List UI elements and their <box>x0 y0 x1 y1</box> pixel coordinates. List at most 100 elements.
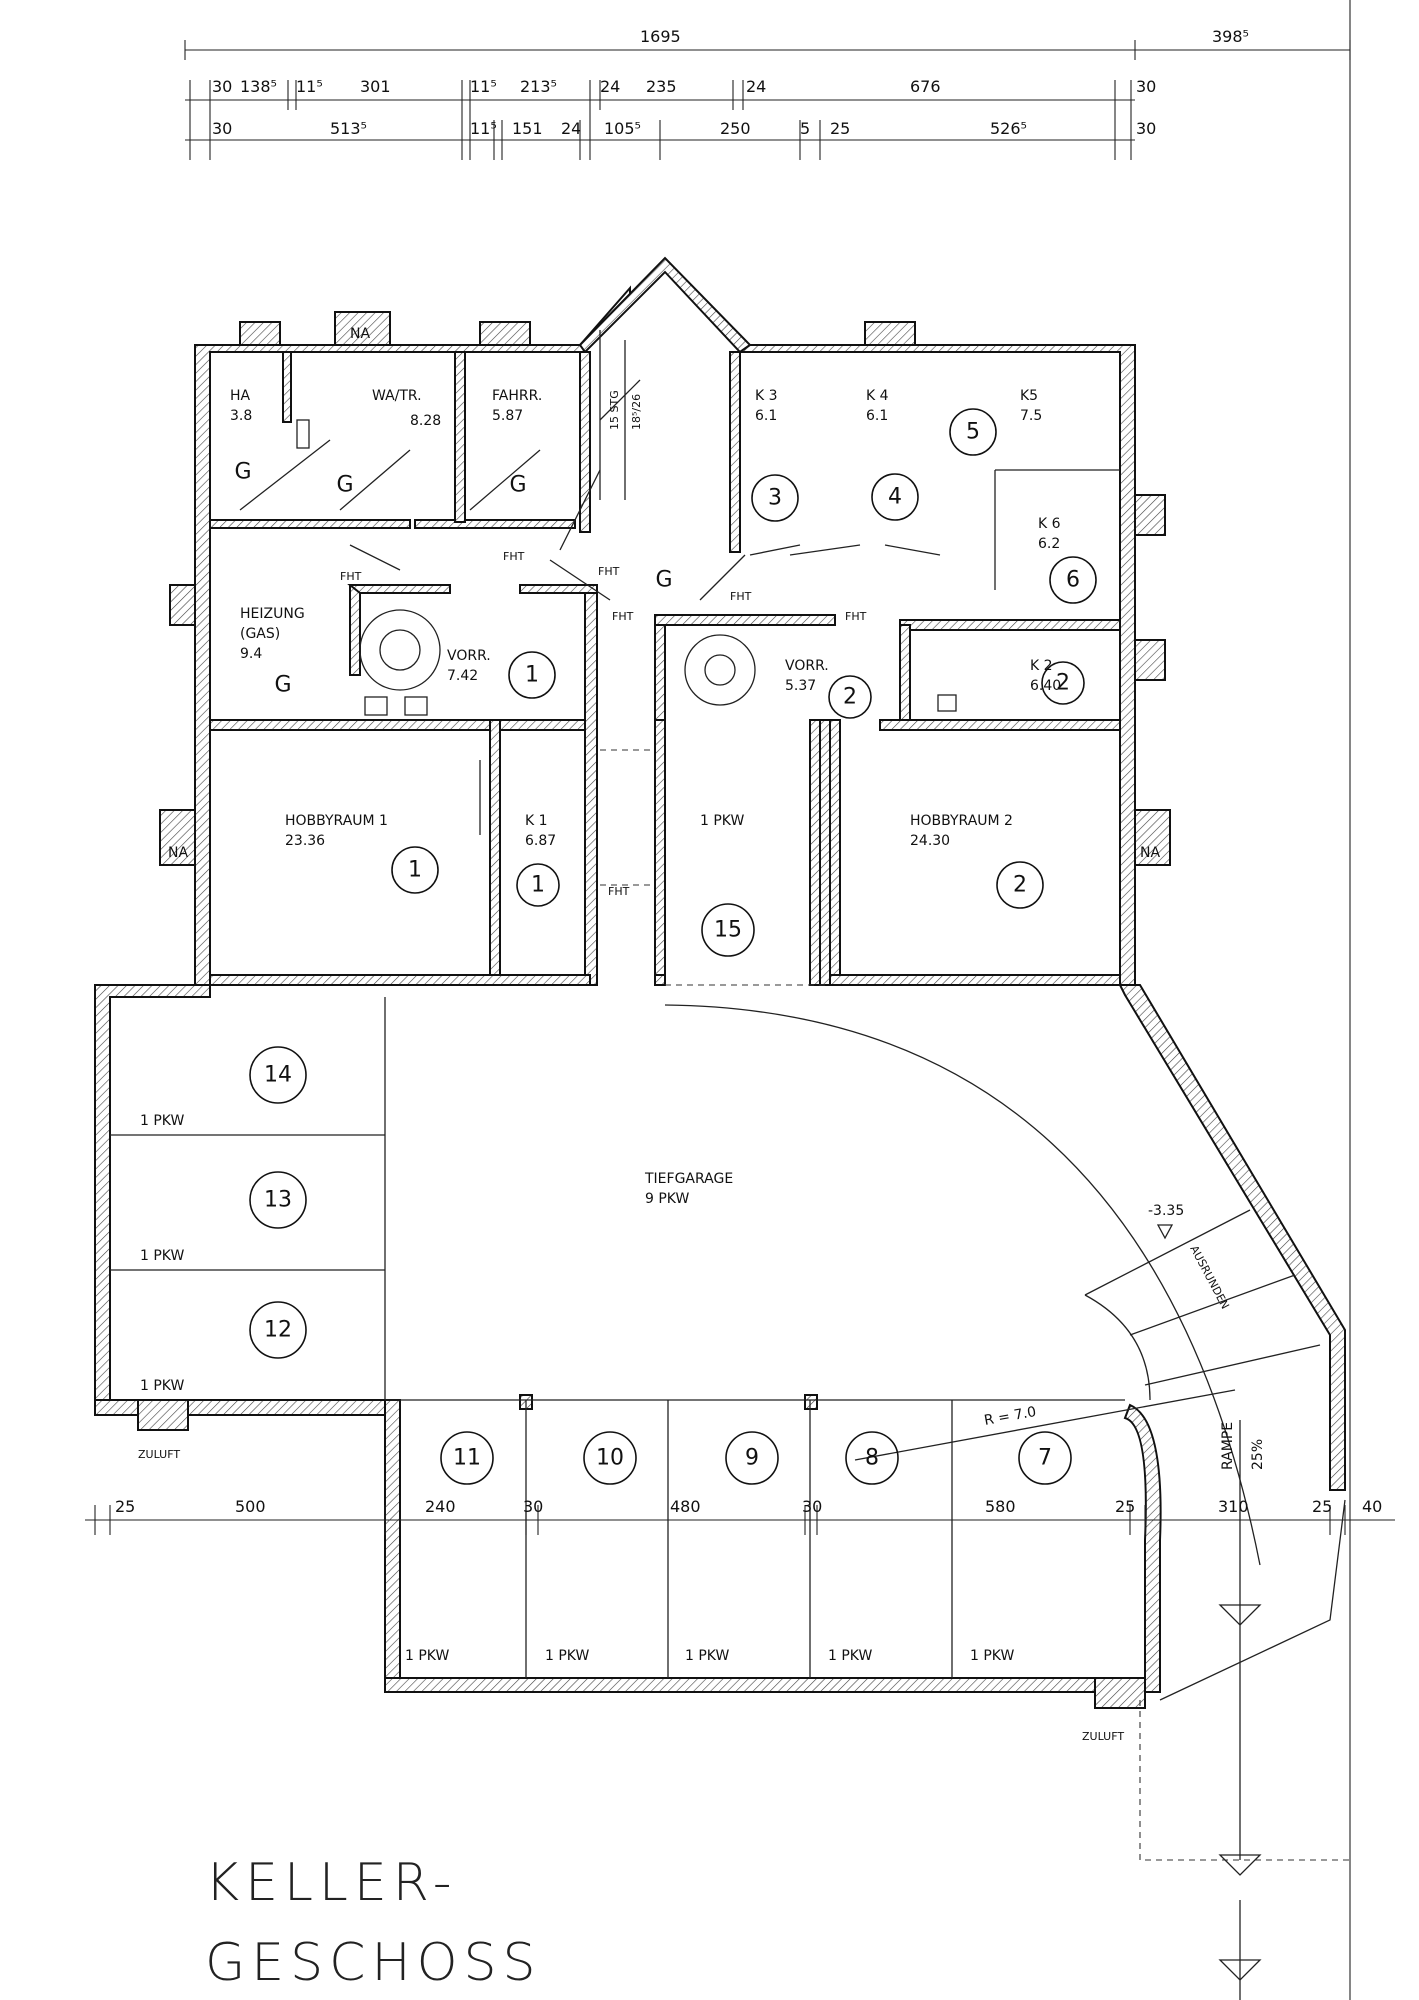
room-fahrr: FAHRR. <box>492 388 542 404</box>
unit-circle: 1 <box>508 651 556 699</box>
room-heizung: HEIZUNG <box>240 606 305 622</box>
dim-overall: 1695 <box>640 27 681 46</box>
room-k5-area: 7.5 <box>1020 408 1042 424</box>
dim-r2-2: 11⁵ <box>470 119 497 138</box>
dim-r1-0: 30 <box>212 77 232 96</box>
svg-text:7: 7 <box>1038 1446 1052 1471</box>
dim-b-0: 25 <box>115 1497 135 1516</box>
svg-text:13: 13 <box>264 1188 292 1213</box>
top-dimension-lines <box>184 0 1351 2000</box>
room-tiefgarage-area: 9 PKW <box>645 1191 689 1207</box>
svg-text:11: 11 <box>453 1446 481 1471</box>
room-heizung-area: 9.4 <box>240 646 262 662</box>
dim-b-6: 580 <box>985 1497 1016 1516</box>
room-k3: K 3 <box>755 388 778 404</box>
unit-circle: 1 <box>516 863 560 907</box>
label-pkw-12: 1 PKW <box>140 1378 184 1394</box>
room-k5: K5 <box>1020 388 1038 404</box>
dim-r2-10: 30 <box>1136 119 1156 138</box>
room-hobby2: HOBBYRAUM 2 <box>910 813 1013 829</box>
svg-text:8: 8 <box>865 1446 879 1471</box>
room-k4-area: 6.1 <box>866 408 888 424</box>
dim-b-7: 25 <box>1115 1497 1135 1516</box>
unit-circle: 7 <box>1018 1431 1072 1485</box>
room-k1: K 1 <box>525 813 548 829</box>
room-vorr2-area: 5.37 <box>785 678 816 694</box>
unit-circle: 1 <box>391 846 439 894</box>
label-zuluft-right: ZULUFT <box>1082 1730 1124 1743</box>
dim-r1-7: 235 <box>646 77 677 96</box>
unit-circle: 15 <box>701 903 755 957</box>
svg-text:6: 6 <box>1066 568 1080 593</box>
unit-circle: 2 <box>996 861 1044 909</box>
room-pkw15: 1 PKW <box>700 813 744 829</box>
drawing-title: KELLER- GESCHOSS <box>205 1853 536 1993</box>
room-ha-area: 3.8 <box>230 408 252 424</box>
svg-text:2: 2 <box>1056 671 1070 696</box>
svg-text:9: 9 <box>745 1446 759 1471</box>
label-fht-3: FHT <box>845 610 867 623</box>
top-dimension-texts: 1695 398⁵ 30 138⁵ 11⁵ 301 11⁵ 213⁵ 24 23… <box>212 27 1249 138</box>
label-fht-6: FHT <box>598 565 620 578</box>
dim-r2-7: 5 <box>800 119 810 138</box>
svg-text:1: 1 <box>525 663 539 688</box>
dim-r1-5: 213⁵ <box>520 77 557 96</box>
label-fht-2: FHT <box>612 610 634 623</box>
svg-text:5: 5 <box>966 420 980 445</box>
dim-b-2: 240 <box>425 1497 456 1516</box>
svg-text:10: 10 <box>596 1446 624 1471</box>
dim-b-4: 480 <box>670 1497 701 1516</box>
room-k4: K 4 <box>866 388 889 404</box>
dim-r2-6: 250 <box>720 119 751 138</box>
label-pkw-9: 1 PKW <box>685 1648 729 1664</box>
unit-circle: 14 <box>249 1046 307 1104</box>
interior-walls <box>209 351 1121 986</box>
unit-circle: 10 <box>583 1431 637 1485</box>
unit-circle: 4 <box>871 473 919 521</box>
svg-text:2: 2 <box>843 685 857 710</box>
label-pkw-11: 1 PKW <box>405 1648 449 1664</box>
label-na-right: NA <box>1140 845 1160 861</box>
bottom-dimension-texts: 25 500 240 30 480 30 580 25 310 25 40 <box>115 1497 1382 1516</box>
misc-labels: NA NA NA FHT FHT FHT FHT FHT FHT FHT 15 … <box>138 326 1266 1743</box>
svg-text:15: 15 <box>714 918 742 943</box>
room-vorr1-area: 7.42 <box>447 668 478 684</box>
svg-text:14: 14 <box>264 1063 292 1088</box>
dim-r1-3: 301 <box>360 77 391 96</box>
room-labels: HA 3.8 WA/TR. 8.28 FAHRR. 5.87 K 3 6.1 K… <box>230 388 1061 1207</box>
room-k6: K 6 <box>1038 516 1061 532</box>
room-k6-area: 6.2 <box>1038 536 1060 552</box>
detail-lines <box>110 330 1350 2000</box>
dim-r2-0: 30 <box>212 119 232 138</box>
unit-circle: 2 <box>1041 661 1085 705</box>
label-na-left: NA <box>168 845 188 861</box>
dim-r2-5: 105⁵ <box>604 119 641 138</box>
dim-r1-6: 24 <box>600 77 620 96</box>
label-pkw-7: 1 PKW <box>970 1648 1014 1664</box>
room-hobby1-area: 23.36 <box>285 833 325 849</box>
label-stair2: 18⁵/26 <box>630 394 643 430</box>
label-pkw-14: 1 PKW <box>140 1113 184 1129</box>
svg-text:1: 1 <box>408 858 422 883</box>
label-ausrunden: AUSRUNDEN <box>1187 1243 1231 1311</box>
svg-text:3: 3 <box>768 486 782 511</box>
label-fht-1: FHT <box>503 550 525 563</box>
label-rampe-pct: 25% <box>1250 1439 1266 1470</box>
dim-b-10: 40 <box>1362 1497 1382 1516</box>
room-watr-area: 8.28 <box>410 413 441 429</box>
g-mark: G <box>274 673 291 698</box>
svg-text:2: 2 <box>1013 873 1027 898</box>
dim-b-8: 310 <box>1218 1497 1249 1516</box>
svg-text:1: 1 <box>531 873 545 898</box>
unit-circle: 9 <box>725 1431 779 1485</box>
room-k1-area: 6.87 <box>525 833 556 849</box>
label-rampe: RAMPE <box>1220 1422 1236 1470</box>
g-mark: G <box>509 473 526 498</box>
room-vorr1: VORR. <box>447 648 491 664</box>
room-k2-area: 6.40 <box>1030 678 1061 694</box>
room-vorr2: VORR. <box>785 658 829 674</box>
dim-r2-3: 151 <box>512 119 543 138</box>
label-fht-7: FHT <box>730 590 752 603</box>
unit-circle: 11 <box>440 1431 494 1485</box>
dim-r2-9: 526⁵ <box>990 119 1027 138</box>
